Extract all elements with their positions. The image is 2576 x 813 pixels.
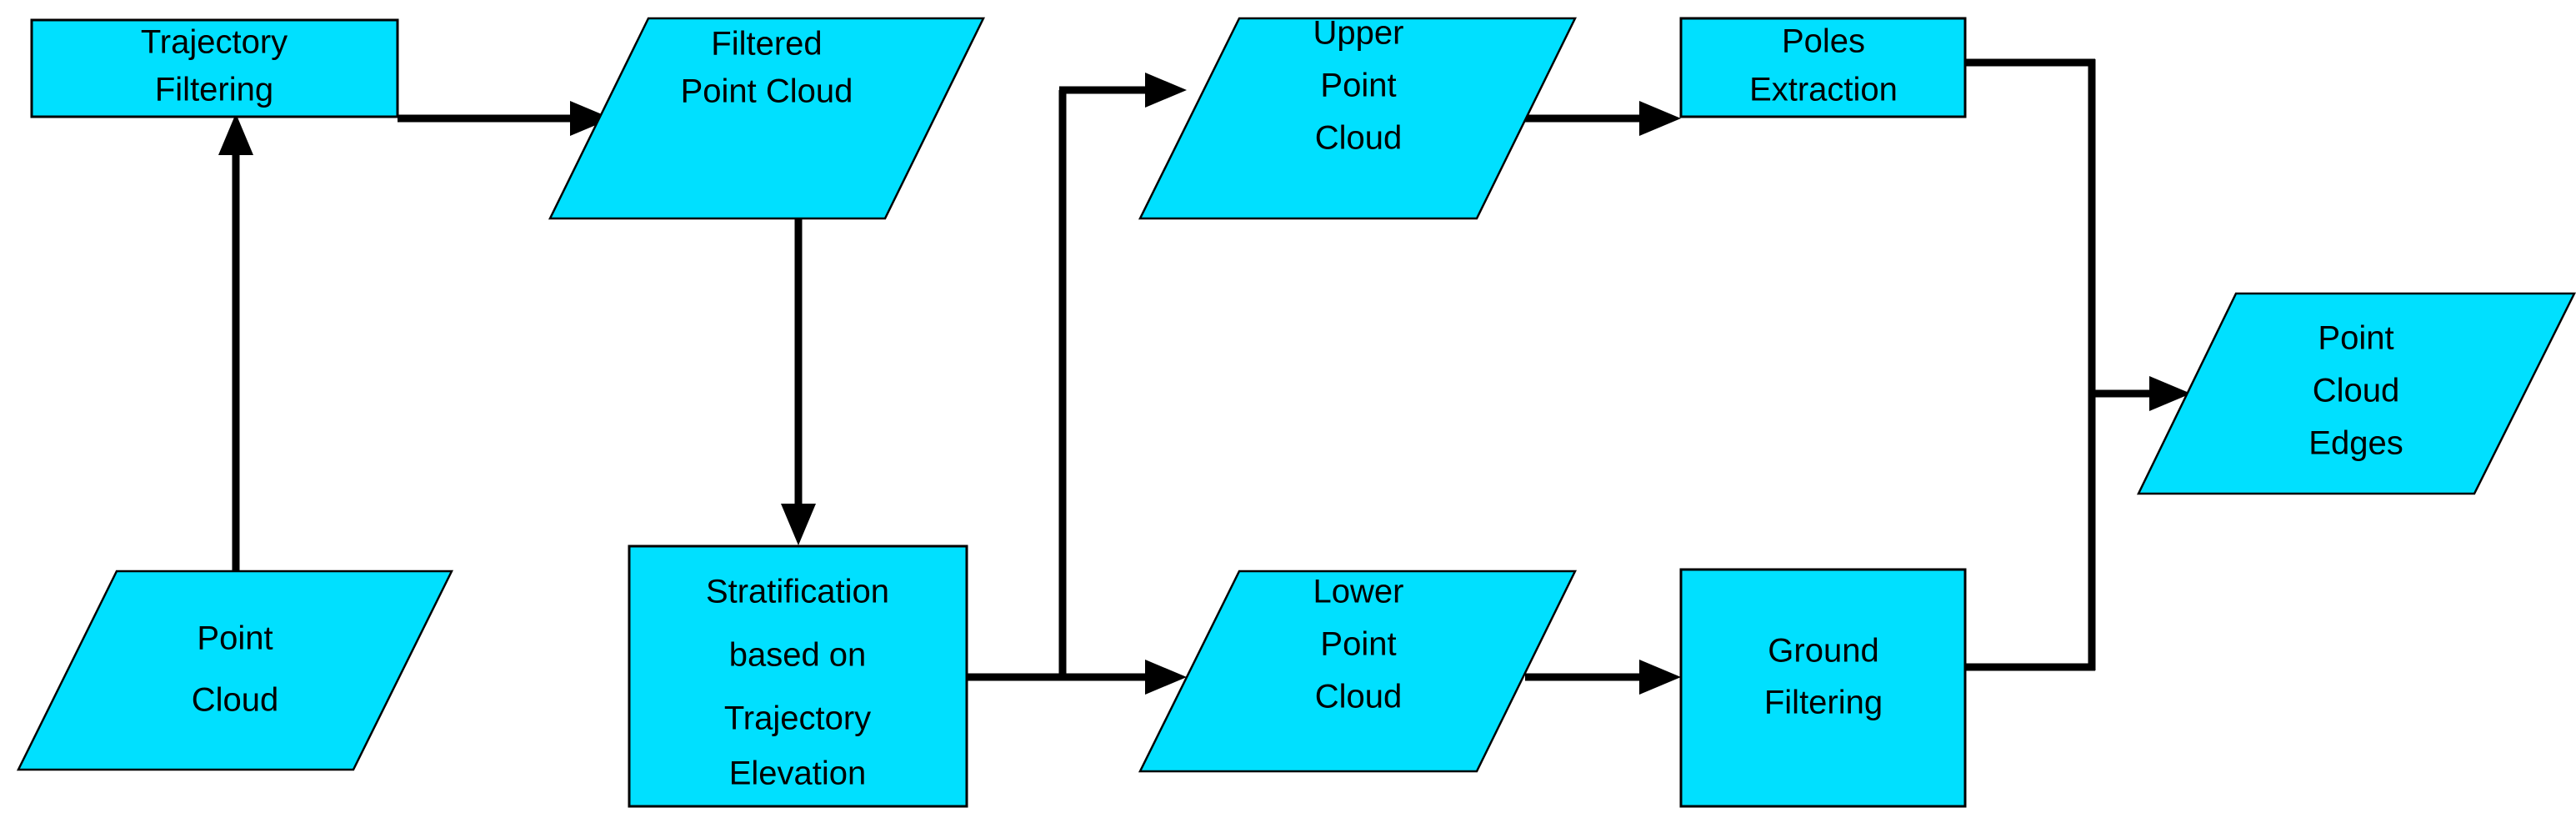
node-lower-point-cloud-line-1: Lower — [1313, 574, 1404, 610]
node-point-cloud-edges-line-1: Point — [2318, 320, 2393, 357]
node-point-cloud-line-2: Cloud — [192, 682, 279, 719]
edge-trajectory-filtering-to-filtered-point-cloud — [398, 101, 612, 136]
edge-filtered-point-cloud-to-stratification — [781, 218, 816, 545]
node-poles-extraction-line-2: Extraction — [1749, 72, 1898, 108]
node-stratification-line-1: Stratification — [706, 574, 889, 610]
node-point-cloud-edges-line-2: Cloud — [2313, 373, 2400, 409]
node-upper-point-cloud-line-3: Cloud — [1315, 120, 1403, 157]
node-filtered-point-cloud-line-2: Point Cloud — [681, 73, 853, 110]
edge-lower-point-cloud-to-ground-filtering — [1525, 660, 1681, 695]
node-upper-point-cloud-line-1: Upper — [1313, 15, 1404, 52]
node-stratification-line-2: based on — [729, 637, 867, 674]
edge-upper-point-cloud-to-poles-extraction — [1525, 101, 1681, 136]
node-lower-point-cloud-line-2: Point — [1320, 626, 1396, 663]
node-filtered-point-cloud[interactable]: Filtered Point Cloud — [548, 17, 986, 220]
node-point-cloud[interactable]: Point Cloud — [16, 570, 454, 771]
node-upper-point-cloud-line-2: Point — [1320, 68, 1396, 104]
node-trajectory-filtering-line-2: Filtering — [155, 72, 273, 108]
node-ground-filtering-line-1: Ground — [1768, 633, 1878, 670]
edge-poles-extraction-to-point-cloud-edges — [1965, 58, 2096, 394]
node-upper-point-cloud[interactable]: Upper Point Cloud — [1138, 15, 1578, 220]
edge-ground-filtering-to-point-cloud-edges — [1965, 394, 2096, 671]
node-poles-extraction-line-1: Poles — [1782, 23, 1865, 60]
node-trajectory-filtering-line-1: Trajectory — [141, 24, 288, 61]
node-stratification-line-3: Trajectory — [724, 700, 871, 737]
edge-merge-arrow-to-point-cloud-edges — [2092, 376, 2191, 411]
node-ground-filtering[interactable]: Ground Filtering — [1679, 568, 1967, 808]
edge-stratification-branch — [967, 73, 1187, 695]
node-stratification-line-4: Elevation — [729, 755, 867, 792]
edge-point-cloud-to-trajectory-filtering — [218, 113, 253, 575]
node-point-cloud-edges-line-3: Edges — [2308, 425, 2403, 462]
node-filtered-point-cloud-line-1: Filtered — [711, 26, 822, 63]
node-trajectory-filtering[interactable]: Trajectory Filtering — [30, 18, 399, 118]
node-lower-point-cloud[interactable]: Lower Point Cloud — [1138, 570, 1578, 773]
node-lower-point-cloud-line-3: Cloud — [1315, 679, 1403, 715]
node-point-cloud-edges[interactable]: Point Cloud Edges — [2137, 292, 2576, 495]
node-poles-extraction[interactable]: Poles Extraction — [1679, 17, 1967, 118]
node-point-cloud-line-1: Point — [197, 620, 273, 657]
node-ground-filtering-line-2: Filtering — [1764, 685, 1883, 721]
node-stratification[interactable]: Stratification based on Trajectory Eleva… — [628, 545, 968, 808]
